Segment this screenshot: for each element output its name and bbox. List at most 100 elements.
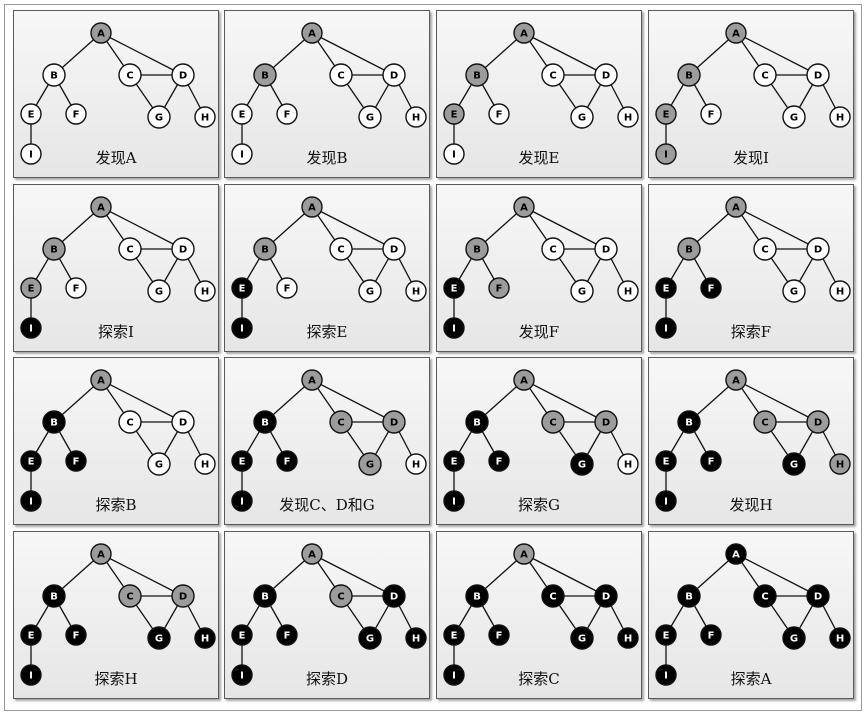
node-circle-G — [570, 279, 594, 303]
node-label-I: I — [452, 150, 456, 161]
node-label-H: H — [412, 287, 420, 298]
node-label-E: E — [28, 631, 35, 642]
step-caption: 探索H — [94, 670, 138, 688]
node-label-B: B — [50, 245, 58, 256]
node-label-H: H — [201, 287, 209, 298]
node-circle-I — [655, 317, 677, 339]
node-E: E — [231, 277, 253, 299]
node-D: D — [171, 410, 195, 434]
node-A: A — [301, 196, 323, 218]
node-D: D — [806, 584, 830, 608]
node-circle-E — [655, 450, 677, 472]
node-I: I — [443, 143, 465, 165]
node-F: F — [488, 450, 510, 472]
node-D: D — [806, 63, 830, 87]
node-circle-I — [231, 664, 253, 686]
node-circle-E — [231, 103, 253, 125]
node-label-D: D — [602, 592, 610, 603]
node-label-A: A — [308, 376, 316, 387]
node-D: D — [594, 237, 618, 261]
node-G: G — [570, 279, 594, 303]
node-circle-B — [677, 584, 701, 608]
edge-A-D — [100, 32, 184, 76]
node-A: A — [301, 369, 323, 391]
edge-A-D — [100, 553, 184, 597]
node-H: H — [829, 453, 851, 475]
node-label-D: D — [179, 245, 187, 256]
node-label-H: H — [836, 460, 844, 471]
node-circle-D — [806, 584, 830, 608]
node-circle-G — [570, 452, 594, 476]
node-label-H: H — [412, 113, 420, 124]
node-F: F — [488, 277, 510, 299]
node-circle-D — [171, 63, 195, 87]
node-F: F — [276, 277, 298, 299]
node-E: E — [20, 103, 42, 125]
node-I: I — [231, 317, 253, 339]
node-label-A: A — [520, 376, 528, 387]
node-H: H — [194, 627, 216, 649]
node-label-B: B — [261, 245, 269, 256]
node-B: B — [465, 410, 489, 434]
node-B: B — [42, 63, 66, 87]
node-circle-I — [231, 317, 253, 339]
node-circle-H — [617, 627, 639, 649]
node-label-E: E — [28, 284, 35, 295]
node-label-A: A — [732, 203, 740, 214]
node-F: F — [65, 103, 87, 125]
node-D: D — [382, 63, 406, 87]
node-circle-D — [382, 410, 406, 434]
node-label-I: I — [664, 671, 668, 682]
node-I: I — [443, 317, 465, 339]
node-circle-B — [253, 584, 277, 608]
node-circle-C — [753, 410, 777, 434]
edge-A-D — [311, 379, 395, 423]
node-I: I — [655, 143, 677, 165]
node-F: F — [700, 450, 722, 472]
node-label-B: B — [473, 592, 481, 603]
node-A: A — [301, 543, 323, 565]
node-label-A: A — [732, 29, 740, 40]
node-D: D — [382, 410, 406, 434]
node-H: H — [617, 280, 639, 302]
node-label-G: G — [155, 113, 163, 124]
node-label-H: H — [624, 287, 632, 298]
node-label-G: G — [366, 634, 374, 645]
node-circle-A — [513, 196, 535, 218]
node-circle-E — [443, 624, 465, 646]
node-circle-H — [405, 453, 427, 475]
node-circle-C — [118, 63, 142, 87]
node-circle-D — [171, 237, 195, 261]
node-label-B: B — [50, 418, 58, 429]
node-label-F: F — [284, 284, 291, 295]
node-circle-C — [753, 584, 777, 608]
node-circle-H — [405, 106, 427, 128]
node-label-A: A — [520, 29, 528, 40]
node-G: G — [358, 105, 382, 129]
node-E: E — [443, 450, 465, 472]
node-label-G: G — [578, 287, 586, 298]
node-G: G — [782, 279, 806, 303]
node-D: D — [806, 237, 830, 261]
node-label-D: D — [814, 71, 822, 82]
node-I: I — [20, 317, 42, 339]
node-G: G — [782, 626, 806, 650]
node-label-F: F — [73, 457, 80, 468]
node-label-I: I — [29, 324, 33, 335]
node-label-F: F — [496, 457, 503, 468]
node-circle-E — [231, 277, 253, 299]
node-A: A — [513, 22, 535, 44]
node-label-G: G — [366, 460, 374, 471]
edge-A-D — [311, 206, 395, 250]
node-circle-A — [301, 543, 323, 565]
node-G: G — [147, 105, 171, 129]
node-label-H: H — [201, 634, 209, 645]
node-circle-G — [570, 626, 594, 650]
node-label-A: A — [97, 550, 105, 561]
